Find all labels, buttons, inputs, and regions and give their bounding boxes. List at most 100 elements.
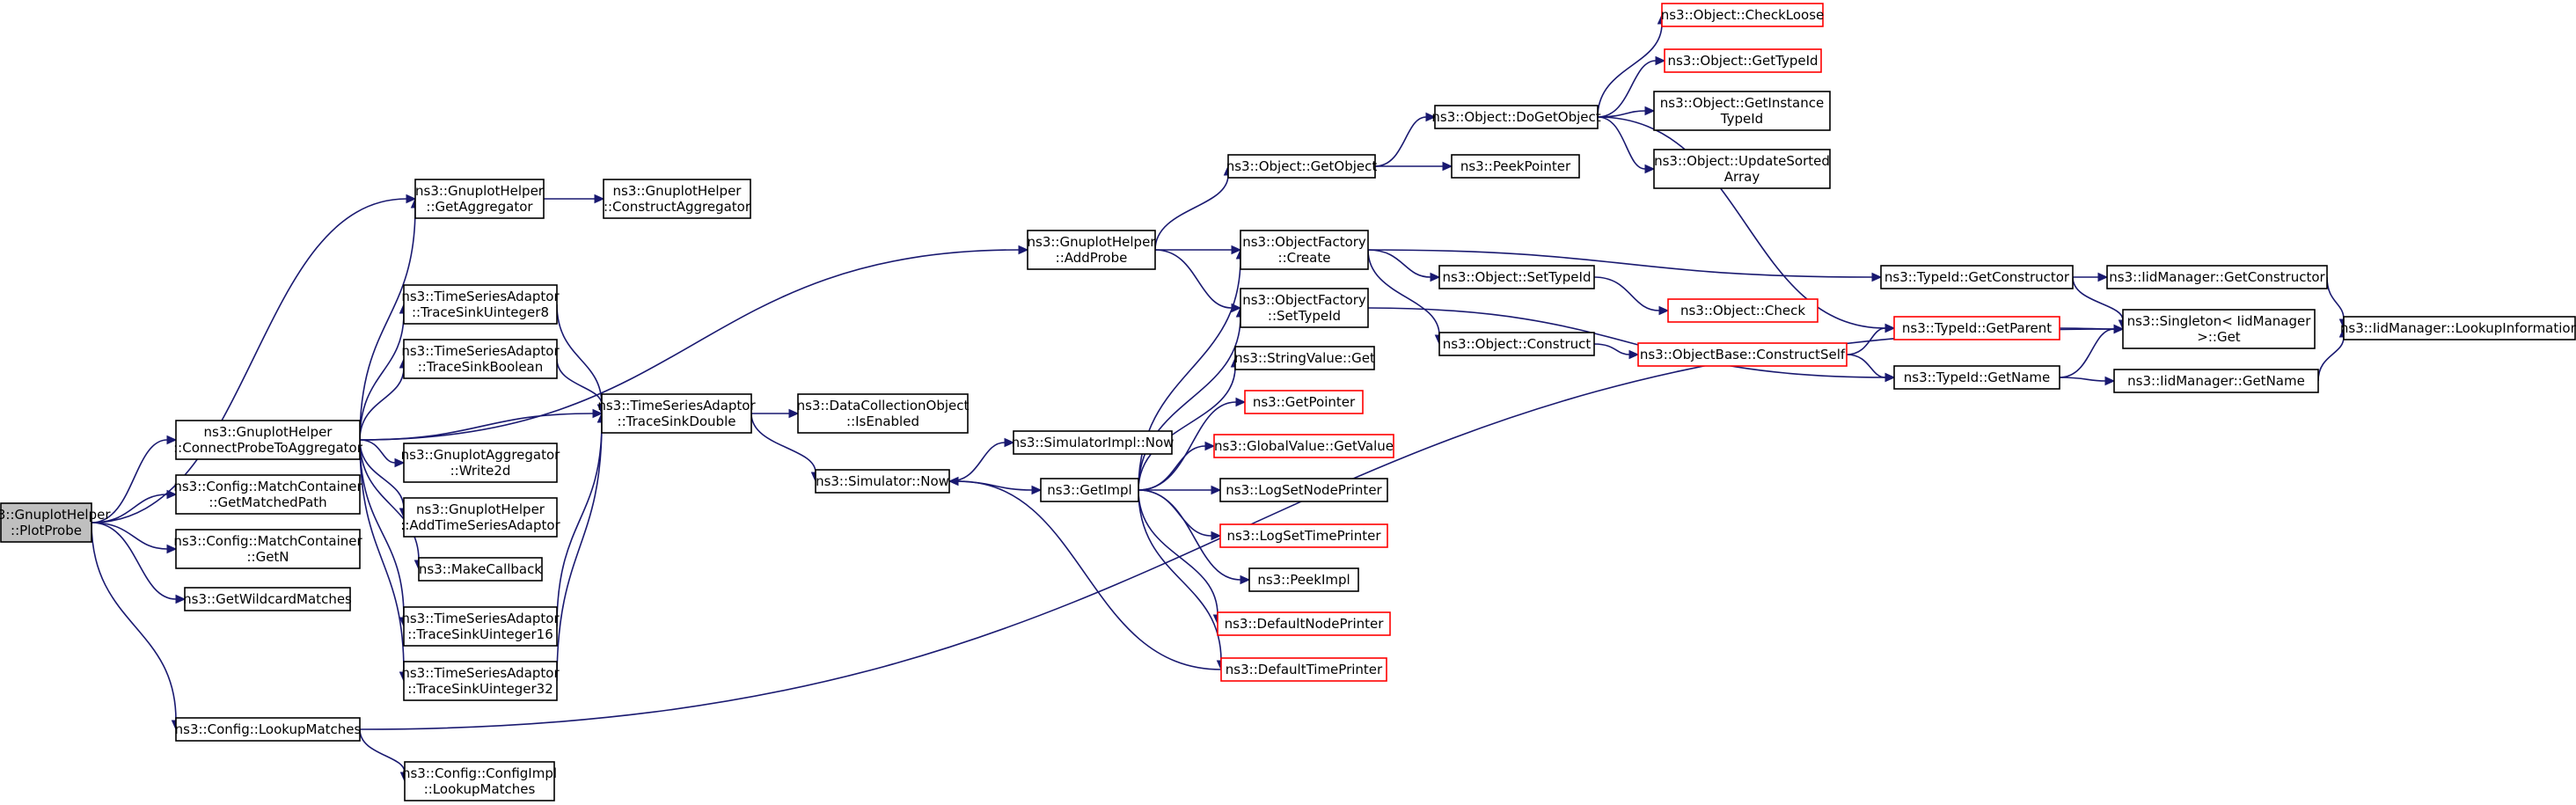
edge-line [1138, 316, 1241, 491]
edge-line [1597, 60, 1657, 118]
node-box [1220, 657, 1387, 682]
node-label: ns3::TimeSeriesAdaptor [401, 665, 560, 681]
node-box [1240, 288, 1369, 328]
node-getwildcard[interactable]: ns3::GetWildcardMatches [183, 587, 352, 611]
node-simnow[interactable]: ns3::Simulator::Now [815, 469, 950, 494]
node-plotprobe[interactable]: ns3::GnuplotHelper::PlotProbe [0, 502, 111, 543]
node-box [815, 469, 950, 494]
node-tsbool[interactable]: ns3::TimeSeriesAdaptor::TraceSinkBoolean [401, 339, 560, 379]
node-constructaggregator[interactable]: ns3::GnuplotHelper::ConstructAggregator [603, 179, 751, 219]
edge-arrowhead [1231, 245, 1242, 255]
node-objsettypeid[interactable]: ns3::Object::SetTypeId [1438, 265, 1595, 289]
node-tsuint16[interactable]: ns3::TimeSeriesAdaptor::TraceSinkUintege… [401, 606, 560, 647]
node-checkloose[interactable]: ns3::Object::CheckLoose [1661, 3, 1825, 27]
edge-line [1138, 489, 1241, 581]
node-lookupinformation[interactable]: ns3::IidManager::LookupInformation [2340, 316, 2576, 340]
edge-line [2059, 327, 2115, 330]
node-label: ns3::GnuplotHelper [415, 183, 545, 199]
node-configimpl[interactable]: ns3::Config::ConfigImpl::LookupMatches [402, 761, 557, 801]
node-defaultnodeprinter[interactable]: ns3::DefaultNodePrinter [1217, 611, 1391, 636]
node-defaulttimeprinter[interactable]: ns3::DefaultTimePrinter [1220, 657, 1387, 682]
edge-line [359, 249, 1020, 441]
edge-arrowhead [175, 594, 187, 604]
node-getpointer[interactable]: ns3::GetPointer [1244, 390, 1364, 414]
node-label: ::Write2d [450, 463, 511, 479]
node-layer: ns3::GnuplotHelper::PlotProbe ns3::Gnuplo… [0, 3, 2576, 801]
node-addprobe[interactable]: ns3::GnuplotHelper::AddProbe [1027, 230, 1157, 270]
node-tsuint32[interactable]: ns3::TimeSeriesAdaptor::TraceSinkUintege… [401, 661, 560, 701]
node-makecallback[interactable]: ns3::MakeCallback [418, 557, 543, 582]
node-dogetobject[interactable]: ns3::Object::DoGetObject [1431, 105, 1601, 129]
node-objcheck[interactable]: ns3::Object::Check [1667, 298, 1819, 323]
node-box [175, 717, 361, 742]
edge-arrowhead [2113, 324, 2125, 334]
edge-arrowhead [394, 457, 406, 468]
node-box [414, 179, 545, 219]
node-getaggregator[interactable]: ns3::GnuplotHelper::GetAggregator [414, 179, 545, 219]
node-label: ns3::Simulator::Now [816, 473, 949, 489]
node-typeidgetname[interactable]: ns3::TypeId::GetName [1893, 365, 2060, 390]
node-peekpointer[interactable]: ns3::PeekPointer [1451, 154, 1580, 179]
node-getobject[interactable]: ns3::Object::GetObject [1226, 154, 1378, 179]
edge-line [1367, 249, 1431, 278]
node-addtsadaptor[interactable]: ns3::GnuplotHelper::AddTimeSeriesAdaptor [400, 497, 561, 538]
node-box [1234, 346, 1375, 370]
node-simimplnow[interactable]: ns3::SimulatorImpl::Now [1012, 430, 1175, 455]
edge-simnow-to-simimplnow [948, 437, 1015, 482]
node-logsetnodeprinter[interactable]: ns3::LogSetNodePrinter [1219, 478, 1388, 502]
node-label: ns3::Object::GetTypeId [1667, 53, 1818, 69]
edge-line [91, 198, 407, 523]
node-iidgetname[interactable]: ns3::IidManager::GetName [2113, 369, 2319, 393]
node-ofsettypeid[interactable]: ns3::ObjectFactory::SetTypeId [1240, 288, 1369, 328]
edge-arrowhead [1211, 531, 1222, 541]
node-tsuint8[interactable]: ns3::TimeSeriesAdaptor::TraceSinkUintege… [401, 284, 560, 325]
node-connectprobe[interactable]: ns3::GnuplotHelper::ConnectProbeToAggreg… [173, 420, 363, 460]
node-box [1244, 390, 1364, 414]
node-objconstruct[interactable]: ns3::Object::Construct [1438, 332, 1595, 356]
edge-connectprobe-to-write2d [359, 439, 406, 468]
node-lookupmatches[interactable]: ns3::Config::LookupMatches [175, 717, 362, 742]
edge-plotprobe-to-getaggregator [91, 194, 417, 523]
edge-arrowhead [406, 194, 417, 204]
node-label: ns3::GnuplotAggregator [401, 447, 560, 463]
node-getimpl[interactable]: ns3::GetImpl [1040, 478, 1139, 502]
edge-line [556, 304, 603, 406]
node-constructself[interactable]: ns3::ObjectBase::ConstructSelf [1637, 342, 1848, 367]
node-box [418, 557, 543, 582]
node-label: TypeId [1720, 111, 1763, 127]
node-isenabled[interactable]: ns3::DataCollectionObject::IsEnabled [797, 393, 970, 434]
node-getmatchedpath[interactable]: ns3::Config::MatchContainer::GetMatchedP… [173, 474, 362, 515]
node-label: ns3::GetImpl [1047, 482, 1131, 498]
node-box [2122, 309, 2316, 349]
edge-line [1593, 276, 1660, 311]
edge-arrowhead [1884, 323, 1896, 333]
node-label: ::GetMatchedPath [209, 494, 326, 510]
edge-arrowhead [1204, 441, 1216, 451]
edge-line [359, 728, 406, 773]
node-label: ns3::TimeSeriesAdaptor [401, 343, 560, 359]
edge-line [1138, 445, 1206, 491]
node-write2d[interactable]: ns3::GnuplotAggregator::Write2d [401, 443, 560, 483]
node-getn[interactable]: ns3::Config::MatchContainer::GetN [173, 529, 362, 569]
node-gettypeid[interactable]: ns3::Object::GetTypeId [1664, 48, 1822, 73]
node-typeidgetparent[interactable]: ns3::TypeId::GetParent [1893, 316, 2060, 340]
node-logsettimeprinter[interactable]: ns3::LogSetTimePrinter [1219, 523, 1388, 548]
node-stringvalueget[interactable]: ns3::StringValue::Get [1234, 346, 1375, 370]
node-globalvalueget[interactable]: ns3::GlobalValue::GetValue [1213, 434, 1394, 458]
edge-arrowhead [592, 408, 604, 419]
node-iidgetconstructor[interactable]: ns3::IidManager::GetConstructor [2106, 265, 2328, 289]
node-tsdouble[interactable]: ns3::TimeSeriesAdaptor::TraceSinkDouble [597, 393, 756, 434]
edge-line [359, 367, 405, 441]
edge-dogetobject-to-gettypeid [1597, 55, 1666, 118]
edge-line [1846, 327, 1886, 355]
edge-arrowhead [594, 194, 605, 204]
node-typeidgetconstructor[interactable]: ns3::TypeId::GetConstructor [1880, 265, 2074, 289]
node-ofcreate[interactable]: ns3::ObjectFactory::Create [1240, 230, 1369, 270]
edge-getimpl-to-globalvalueget [1138, 441, 1216, 491]
edge-arrowhead [788, 408, 800, 419]
node-singletonget[interactable]: ns3::Singleton< IidManager>::Get [2122, 309, 2316, 349]
edge-line [1154, 174, 1229, 251]
node-peekimpl[interactable]: ns3::PeekImpl [1248, 567, 1359, 592]
